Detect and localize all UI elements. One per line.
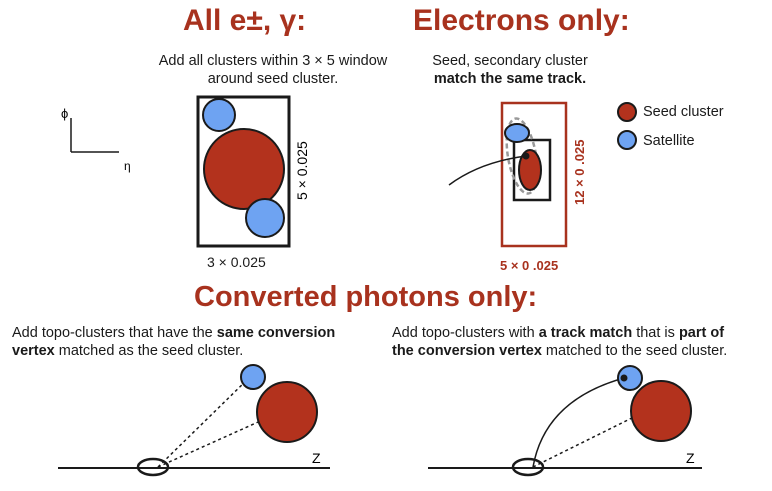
window-h-label-all: 3 × 0.025 <box>207 254 266 270</box>
electrons-desc-line1: Seed, secondary cluster <box>432 53 588 69</box>
legend-satellite-swatch <box>617 130 637 150</box>
photon-line <box>157 375 252 468</box>
conversion-track <box>532 377 625 468</box>
all-desc-line1: Add all clusters within 3 × 5 window <box>158 53 388 69</box>
legend-seed-swatch <box>617 102 637 122</box>
converted-left-line2: vertex matched as the seed cluster. <box>12 342 335 360</box>
z-axis-label: Z <box>686 450 695 466</box>
satellite-cluster <box>245 198 285 238</box>
converted-right-description: Add topo-clusters with a track match tha… <box>392 324 727 360</box>
seed-cluster <box>630 380 692 442</box>
title-electrons-only: Electrons only: <box>413 4 630 37</box>
title-converted-photons: Converted photons only: <box>194 281 538 313</box>
converted-right-line2: the conversion vertex matched to the see… <box>392 342 727 360</box>
window-v-label-all: 5 × 0.025 <box>294 141 310 200</box>
converted-left-post: matched as the seed cluster. <box>54 343 244 359</box>
window-v-label-electrons: 12 × 0 .025 <box>572 140 587 205</box>
legend-seed-label: Seed cluster <box>643 104 724 120</box>
satellite-cluster <box>504 123 530 143</box>
electrons-description: Seed, secondary cluster match the same t… <box>390 52 630 88</box>
all-description: Add all clusters within 3 × 5 window aro… <box>118 52 428 88</box>
converted-left-line1: Add topo-clusters that have the same con… <box>12 324 335 342</box>
converted-left-bold2: vertex <box>12 343 55 359</box>
converted-left-pre: Add topo-clusters that have the <box>12 325 217 341</box>
converted-right-bold3: the conversion vertex <box>392 343 542 359</box>
window-5x12 <box>500 101 568 248</box>
seed-cluster <box>518 149 542 191</box>
photon-line <box>532 409 649 468</box>
electrons-desc-line2: match the same track. <box>390 70 630 88</box>
electrons-diagram: 12 × 0 .025 <box>448 101 587 248</box>
converted-right-mid: that is <box>632 325 679 341</box>
converted-right-post: matched to the seed cluster. <box>541 343 728 359</box>
window-3x5-inner <box>512 138 552 202</box>
track-match-dot <box>522 152 530 160</box>
track-match-dot <box>620 374 628 382</box>
electron-track <box>448 155 527 186</box>
eta-phi-axes: ϕ η <box>61 106 131 173</box>
window-3x5 <box>196 95 291 248</box>
satellite-cluster <box>240 364 266 390</box>
track-match-diagram: Z <box>428 365 702 477</box>
window-h-label-electrons: 5 × 0 .025 <box>500 258 559 273</box>
satellite-cluster <box>617 365 643 391</box>
all-desc-line2: around seed cluster. <box>207 71 339 87</box>
z-axis-label: Z <box>312 450 321 466</box>
conversion-vertex-diagram: Z <box>58 364 330 477</box>
conversion-vertex <box>136 457 170 477</box>
phi-axis-label: ϕ <box>61 106 68 121</box>
title-all-electrons-photons: All e±, γ: <box>183 4 307 37</box>
converted-right-line1: Add topo-clusters with a track match tha… <box>392 324 727 342</box>
seed-cluster <box>256 381 318 443</box>
all-window-diagram: 5 × 0.025 <box>196 95 310 248</box>
seed-cluster <box>203 128 285 210</box>
converted-left-bold1: same conversion <box>216 325 336 341</box>
converted-left-description: Add topo-clusters that have the same con… <box>12 324 335 360</box>
converted-right-pre: Add topo-clusters with <box>392 325 539 341</box>
conversion-vertex <box>511 457 545 477</box>
eta-axis-label: η <box>124 159 131 173</box>
legend <box>617 102 637 150</box>
electrons-desc-bold: match the same track. <box>433 71 587 87</box>
converted-right-bold1: a track match <box>538 325 633 341</box>
converted-right-bold2: part of <box>678 325 725 341</box>
satellite-cluster <box>202 98 236 132</box>
legend-satellite-label: Satellite <box>643 133 695 149</box>
